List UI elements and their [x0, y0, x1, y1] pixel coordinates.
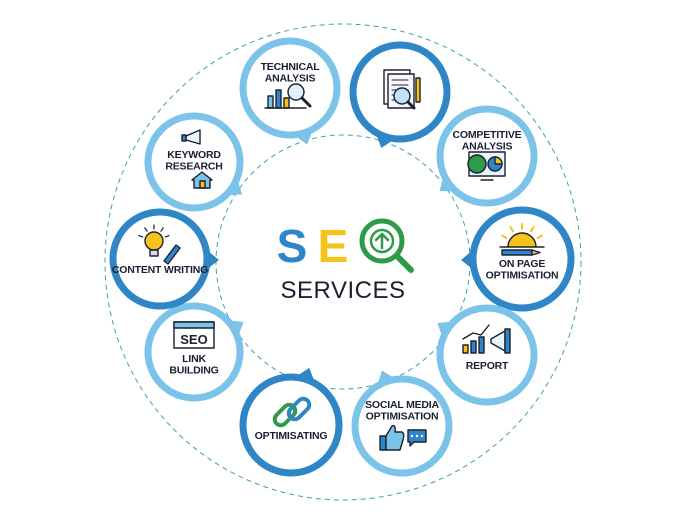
thumbs-up-chat-icon: [379, 424, 427, 451]
service-label: ANALYSIS: [462, 141, 513, 153]
seo-badge: SEO: [180, 332, 207, 347]
center-logo: S E SERVICES: [277, 218, 414, 304]
bubble-ring: [436, 304, 538, 406]
service-label: SOCIAL MEDIA: [365, 399, 439, 411]
lightbulb-pen-icon: [138, 224, 181, 265]
service-bubble-6: OPTIMISATING: [239, 367, 343, 477]
bubble-ring: [144, 112, 244, 212]
center-title-s: S: [277, 220, 308, 272]
chain-link-icon: [272, 396, 312, 428]
service-label: ON PAGE: [499, 258, 545, 270]
bubble-ring: [351, 375, 453, 477]
service-label: RESEARCH: [165, 161, 222, 173]
monitor-dollar-pie-icon: [467, 151, 506, 181]
chart-megaphone-icon: [462, 324, 511, 354]
document-magnifier-icon: [383, 69, 421, 110]
center-title-e: E: [318, 220, 349, 272]
service-bubble-1: [349, 41, 451, 148]
service-label: TECHNICAL: [261, 61, 321, 73]
service-label: OPTIMISATION: [486, 270, 559, 282]
bubble-ring: [109, 208, 211, 310]
service-bubble-4: REPORT: [436, 304, 538, 406]
outer-dashed-ring: [104, 23, 582, 501]
bubble-ring: [239, 373, 343, 477]
bar-chart-magnifier-icon: [264, 83, 312, 109]
service-label: BUILDING: [169, 365, 218, 377]
service-bubble-8: CONTENT WRITING: [109, 208, 219, 310]
magnifier-upload-icon: [359, 218, 414, 273]
center-subtitle: SERVICES: [281, 277, 406, 304]
seo-browser-icon: SEO: [173, 321, 215, 349]
megaphone-house-icon: [181, 129, 213, 189]
service-label: COMPETITIVE: [453, 129, 522, 141]
service-label: REPORT: [466, 360, 509, 372]
service-label: KEYWORD: [167, 149, 221, 161]
service-label: CONTENT WRITING: [112, 264, 208, 276]
bubble-ring: [469, 206, 575, 312]
lightbulb-pencil-icon: [499, 223, 545, 256]
service-label: OPTIMISATION: [366, 411, 439, 423]
service-label: LINK: [182, 353, 206, 365]
bubble-ring: [144, 302, 244, 402]
service-label: ANALYSIS: [265, 73, 316, 85]
service-label: OPTIMISATING: [255, 430, 328, 442]
